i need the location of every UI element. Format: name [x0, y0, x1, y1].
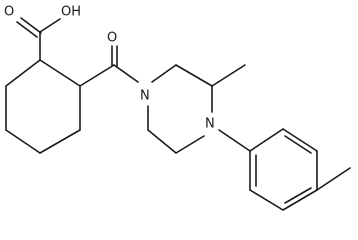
bond [249, 128, 284, 152]
bond [79, 64, 115, 87]
bond [5, 59, 41, 87]
double-bond [20, 17, 42, 34]
double-bond [284, 187, 312, 204]
bond [175, 64, 213, 87]
atom-label-o: O [4, 5, 14, 20]
cyclohexane-ring [5, 59, 81, 154]
bond [218, 129, 251, 152]
atom-label-n: N [140, 89, 150, 104]
bond [113, 64, 139, 83]
bond [175, 135, 205, 154]
bond [5, 129, 41, 154]
methyl-substituent [316, 167, 351, 191]
bond [316, 167, 351, 191]
bond [147, 129, 177, 154]
bond [39, 59, 81, 87]
bond [151, 64, 177, 83]
bond [282, 189, 318, 211]
double-bond [16, 21, 38, 38]
double-bond [284, 135, 312, 154]
atom-label-oh: OH [61, 5, 81, 20]
atom-label-n: N [205, 117, 215, 132]
bond [39, 18, 61, 33]
bond [249, 189, 284, 211]
carboxylic-acid-group: O OH [4, 5, 81, 61]
benzene-ring [249, 128, 318, 211]
piperazine-ring: N N [140, 64, 215, 154]
chemical-structure: O OH O N N [4, 5, 351, 211]
atom-label-o: O [107, 31, 117, 46]
bond [282, 128, 318, 152]
bond [211, 64, 246, 87]
methyl-substituent [211, 64, 246, 87]
amide-linker: O [79, 31, 139, 87]
bond [39, 129, 81, 154]
